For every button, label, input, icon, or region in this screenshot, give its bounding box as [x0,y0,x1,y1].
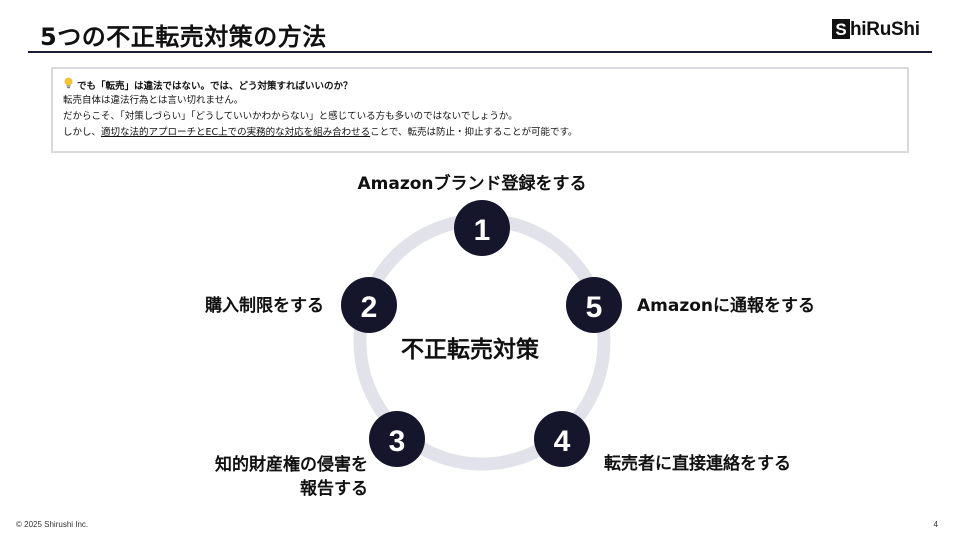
callout-headline-text: でも「転売」は違法ではない。では、どう対策すればいいのか？ [77,81,353,92]
step-label-3: 知的財産権の侵害を 報告する [160,453,368,501]
title-divider [28,51,932,53]
step-number-5: 5 [586,291,603,324]
step-node-2-circle [341,277,397,333]
page-title: 5つの不正転売対策の方法 [40,23,327,51]
callout-line-3: しかし、適切な法的アプローチとEC上での実務的な対応を組み合わせることで、転売は… [63,125,897,141]
step-label-4: 転売者に直接連絡をする [604,454,791,474]
step-node-1-circle [454,200,510,256]
callout-line-1: 転売自体は違法行為とは言い切れません。 [63,95,244,106]
step-number-3: 3 [389,425,406,458]
step-label-3-line-1: 知的財産権の侵害を [215,455,368,475]
step-node-4-circle [534,411,590,467]
center-label: 不正転売対策 [401,337,539,363]
step-number-4: 4 [554,425,571,458]
step-number-2: 2 [361,291,378,324]
step-node-2: 2 [341,277,397,333]
step-node-3-circle [369,411,425,467]
shirushi-logo: S hiRuShi [832,17,932,41]
callout-box: でも「転売」は違法ではない。では、どう対策すればいいのか？ 転売自体は違法行為と… [51,67,909,153]
step-node-4: 4 [534,411,590,467]
callout-line-2: だからこそ、「対策しづらい」「どうしていいかわからない」と感じている方も多いので… [63,111,518,122]
step-node-5-circle [566,277,622,333]
logo-initial: S [832,19,850,39]
lightbulb-icon [63,77,75,95]
step-label-1: Amazonブランド登録をする [357,174,587,194]
callout-line-3-prefix: しかし、 [63,127,102,138]
step-number-1: 1 [474,214,491,247]
step-label-3-line-2: 報告する [300,479,368,499]
callout-line-3-underlined: 適切な法的アプローチとEC上での実務的な対応を組み合わせる [101,127,371,138]
step-label-2: 購入制限をする [205,296,324,316]
callout-headline: でも「転売」は違法ではない。では、どう対策すればいいのか？ [63,77,897,93]
logo-wordmark: hiRuShi [850,18,920,40]
step-label-5: Amazonに通報をする [637,296,816,316]
page-number: 4 [933,520,938,529]
callout-line-3-suffix: ことで、転売は防止・抑止することが可能です。 [370,127,578,138]
copyright-text: © 2025 Shirushi Inc. [16,520,89,529]
step-node-3: 3 [369,411,425,467]
step-node-5: 5 [566,277,622,333]
step-node-1: 1 [454,200,510,256]
